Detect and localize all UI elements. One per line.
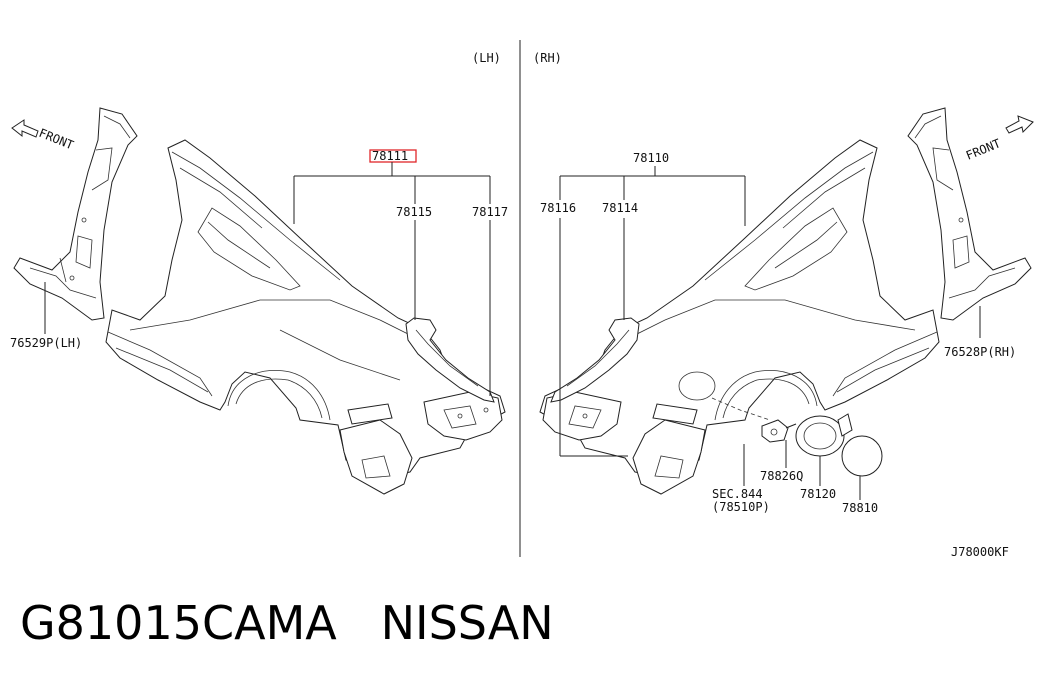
part-number-caption: G81015CAMA NISSAN xyxy=(20,596,554,650)
diagram-code: J78000KF xyxy=(951,545,1009,559)
callout-78111-highlight xyxy=(369,149,417,163)
callout-78116: 78116 xyxy=(540,201,576,215)
callout-78120: 78120 xyxy=(800,487,836,501)
callout-78114: 78114 xyxy=(602,201,638,215)
lh-label: (LH) xyxy=(472,51,501,65)
front-arrow-left-icon: FRONT xyxy=(11,119,76,153)
quarter-panel-lh-part xyxy=(105,139,506,495)
callout-78826q: 78826Q xyxy=(760,469,803,483)
callout-78110: 78110 xyxy=(633,151,669,165)
callout-sec844: SEC.844 xyxy=(712,487,763,501)
callout-78117: 78117 xyxy=(472,205,508,219)
callout-78115: 78115 xyxy=(396,205,432,219)
front-arrow-right-icon: FRONT xyxy=(964,115,1034,163)
callout-76528p: 76528P(RH) xyxy=(944,345,1016,359)
callout-sec844-sub: (78510P) xyxy=(712,500,770,514)
callout-78111[interactable]: 78111 xyxy=(372,149,408,163)
front-label-right: FRONT xyxy=(964,136,1003,163)
quarter-panel-rh-part xyxy=(539,139,940,495)
pillar-rh-part xyxy=(907,107,1032,321)
pillar-lh-part xyxy=(13,107,138,321)
rh-label: (RH) xyxy=(533,51,562,65)
fuel-door-parts xyxy=(711,397,883,477)
callout-78810: 78810 xyxy=(842,501,878,515)
front-label-left: FRONT xyxy=(37,126,76,153)
callout-76529p: 76529P(LH) xyxy=(10,336,82,350)
